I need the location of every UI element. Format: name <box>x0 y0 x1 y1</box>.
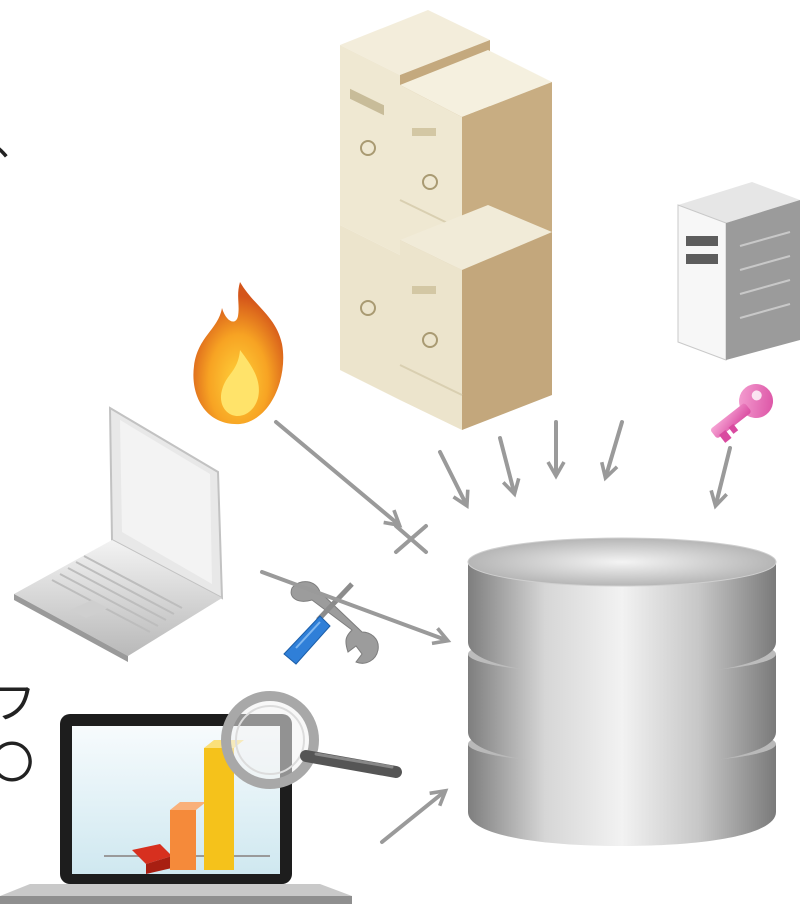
arrow-laptop <box>260 570 452 646</box>
fire-icon <box>193 282 284 425</box>
arrow-analytics <box>380 788 449 844</box>
magnifier-icon <box>221 691 402 789</box>
chart-bar-small-side <box>146 856 172 874</box>
server-cluster-icon <box>340 10 552 430</box>
chart-bar-medium <box>170 810 196 870</box>
edge-mark-top: 、 <box>0 122 34 162</box>
arrow-key <box>709 446 732 510</box>
chart-bar-tall <box>204 748 234 870</box>
analytics-laptop-icon <box>0 691 402 904</box>
arrow-server-1 <box>438 450 470 510</box>
database-icon <box>467 537 777 846</box>
tower-server-icon <box>677 182 800 361</box>
key-icon <box>710 384 774 443</box>
arrow-server-4 <box>599 420 624 482</box>
edge-mark-bottom-1: フ <box>0 678 36 729</box>
arrow-fire <box>274 420 403 528</box>
blocked-x-icon <box>394 524 428 554</box>
server-unit-bottom-right <box>399 205 552 430</box>
chart-bar-small <box>132 844 172 864</box>
db-tier-top <box>467 537 777 676</box>
tools-icon <box>283 581 379 665</box>
bar-chart <box>132 740 244 874</box>
edge-mark-bottom-2: 〇 <box>0 738 34 789</box>
arrow-server-2 <box>498 436 521 498</box>
screwdriver-icon <box>283 582 354 665</box>
arrows-group <box>260 420 732 844</box>
laptop-icon <box>14 406 224 662</box>
